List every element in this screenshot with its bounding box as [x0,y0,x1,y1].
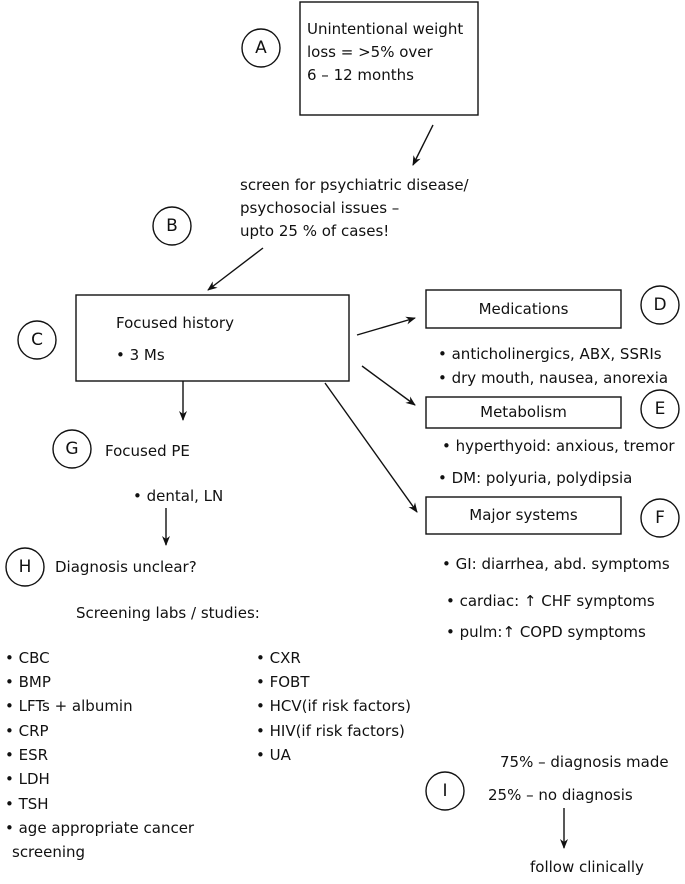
c-bullet: • 3 Ms [116,346,165,364]
lab-item: • ESR [5,746,49,764]
study-item: • UA [256,746,291,764]
lab-item: • TSH [5,795,49,813]
a-line-3: 6 – 12 months [307,66,414,84]
box-e [425,396,622,429]
lab-item: • age appropriate cancer [5,819,195,837]
circle-c [17,320,57,360]
arrow-c-to-e [361,365,416,406]
f-bullet-3: • pulm:↑ COPD symptoms [446,623,646,641]
circle-h [5,547,45,587]
study-item: • HCV(if risk factors) [256,697,411,715]
e-bullet-1: • hyperthyoid: anxious, tremor [442,437,675,455]
d-title: Medications [478,300,569,318]
label-i: I [442,781,448,801]
study-item: • FOBT [256,673,310,691]
lab-item: • LFTs + albumin [5,697,133,715]
label-e: E [654,399,666,419]
h-subtitle: Screening labs / studies: [76,604,260,622]
arrow-c-to-d [356,316,416,336]
h-title: Diagnosis unclear? [55,558,197,576]
box-d [425,289,622,329]
circle-d [640,285,680,325]
i-outcome: follow clinically [530,858,644,876]
e-title: Metabolism [480,403,567,421]
i-line-1: 75% – diagnosis made [500,753,669,771]
arrow-c-to-f [324,382,418,513]
study-item: • CXR [256,649,301,667]
label-c: C [31,330,43,350]
b-line-2: psychosocial issues – [240,199,400,217]
circle-a [241,28,281,68]
arrow-a-to-b [412,124,434,166]
study-item: • HIV(if risk factors) [256,722,405,740]
d-bullet-2: • dry mouth, nausea, anorexia [438,369,669,387]
label-b: B [166,216,178,236]
label-a: A [255,38,267,58]
box-f [425,496,622,535]
b-line-1: screen for psychiatric disease/ [240,176,469,194]
f-bullet-1: • GI: diarrhea, abd. symptoms [442,555,670,573]
b-line-3: upto 25 % of cases! [240,222,390,240]
f-title: Major systems [469,506,578,524]
circle-e [640,389,680,429]
a-line-2: loss = >5% over [307,43,433,61]
label-g: G [65,439,79,459]
circle-g [52,429,92,469]
c-title: Focused history [116,314,234,332]
label-f: F [655,508,665,528]
g-bullet: • dental, LN [133,487,224,505]
label-h: H [18,557,32,577]
i-line-2: 25% – no diagnosis [488,786,633,804]
e-bullet-2: • DM: polyuria, polydipsia [438,469,633,487]
box-c [75,294,350,382]
lab-item-continued: screening [12,843,86,861]
arrow-b-to-c [207,247,264,291]
f-bullet-2: • cardiac: ↑ CHF symptoms [446,592,655,610]
lab-item: • CRP [5,722,49,740]
lab-item: • CBC [5,649,50,667]
circle-f [640,498,680,538]
g-title: Focused PE [105,442,190,460]
circle-i [425,771,465,811]
lab-item: • LDH [5,770,50,788]
d-bullet-1: • anticholinergics, ABX, SSRIs [438,345,662,363]
box-a [299,1,479,116]
circle-b [152,206,192,246]
a-line-1: Unintentional weight [307,20,464,38]
lab-item: • BMP [5,673,51,691]
label-d: D [653,295,667,315]
